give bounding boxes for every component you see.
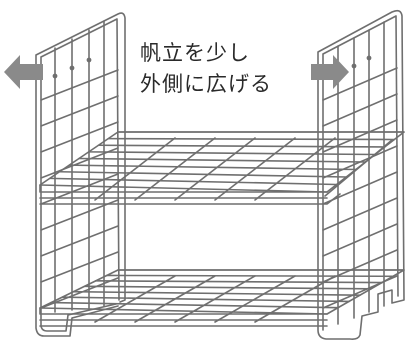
arrow-left-icon — [4, 55, 43, 89]
caption-line-2: 外側に広げる — [140, 72, 272, 96]
caption-line-1: 帆立を少し — [140, 41, 250, 65]
arrow-right-icon — [311, 55, 349, 89]
instruction-caption: 帆立を少し 外側に広げる — [140, 38, 272, 100]
rack-frame — [35, 9, 405, 340]
